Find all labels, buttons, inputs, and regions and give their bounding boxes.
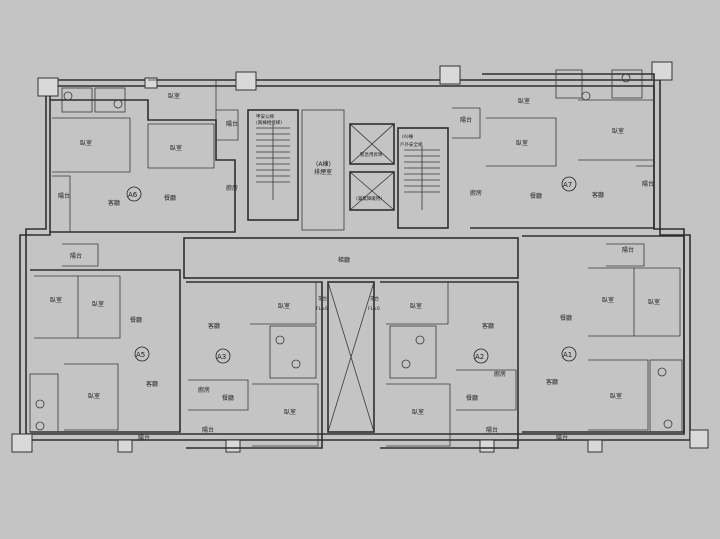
svg-text:客廳: 客廳 — [592, 191, 604, 199]
svg-text:客廳: 客廳 — [208, 322, 220, 330]
svg-text:餐廳: 餐廳 — [530, 192, 542, 200]
svg-text:A5: A5 — [136, 351, 145, 359]
svg-text:花台: 花台 — [318, 295, 327, 302]
svg-text:臥室: 臥室 — [88, 392, 100, 400]
svg-text:臥室: 臥室 — [516, 139, 528, 147]
svg-text:廚房: 廚房 — [470, 189, 482, 197]
svg-text:A7: A7 — [563, 181, 572, 189]
svg-text:陽台: 陽台 — [486, 426, 498, 434]
svg-text:甲安公梯: 甲安公梯 — [256, 113, 274, 120]
unit-a3: 臥室 臥室 客廳 廚房 餐廳 陽台 花台 FL±0 A3 — [186, 281, 328, 449]
svg-text:(A棟): (A棟) — [316, 160, 331, 168]
svg-text:客廳: 客廳 — [482, 322, 494, 330]
svg-text:陽台: 陽台 — [58, 192, 70, 200]
svg-text:廚房: 廚房 — [226, 184, 238, 192]
svg-text:FL±0: FL±0 — [368, 306, 380, 312]
svg-text:餐廳: 餐廳 — [222, 394, 234, 402]
svg-text:陽台: 陽台 — [556, 434, 568, 442]
svg-text:A2: A2 — [475, 353, 484, 361]
svg-text:陽台: 陽台 — [202, 426, 214, 434]
svg-text:臥室: 臥室 — [410, 302, 422, 310]
svg-text:餐廳: 餐廳 — [560, 314, 572, 322]
svg-text:臥室: 臥室 — [412, 408, 424, 416]
svg-text:A3: A3 — [217, 353, 226, 361]
svg-text:客廳: 客廳 — [146, 380, 158, 388]
svg-text:臥室: 臥室 — [612, 127, 624, 135]
svg-text:餐廳: 餐廳 — [164, 194, 176, 202]
svg-text:臥室: 臥室 — [278, 302, 290, 310]
svg-text:廚房: 廚房 — [198, 386, 210, 394]
svg-text:陽台: 陽台 — [642, 180, 654, 188]
svg-text:臥室: 臥室 — [518, 97, 530, 105]
svg-text:陽台: 陽台 — [138, 434, 150, 442]
svg-text:A6: A6 — [128, 191, 138, 199]
svg-text:(兼無障礙用): (兼無障礙用) — [356, 195, 382, 202]
svg-text:餐廳: 餐廳 — [466, 394, 478, 402]
svg-text:臥室: 臥室 — [50, 296, 62, 304]
svg-text:梯廳: 梯廳 — [338, 256, 350, 264]
svg-text:客廳: 客廳 — [108, 199, 120, 207]
unit-a7: 臥室 臥室 臥室 餐廳 客廳 廚房 陽台 陽台 A7 — [452, 69, 655, 229]
svg-text:戶外安全梯: 戶外安全梯 — [400, 141, 423, 148]
svg-text:臥室: 臥室 — [168, 92, 180, 100]
unit-a1: 臥室 臥室 臥室 餐廳 客廳 陽台 陽台 A1 — [522, 235, 685, 442]
unit-a5: 臥室 臥室 臥室 餐廳 客廳 陽台 陽台 A5 — [29, 243, 181, 442]
svg-text:臥室: 臥室 — [648, 298, 660, 306]
svg-text:臥室: 臥室 — [92, 300, 104, 308]
corridor: 梯廳 — [183, 237, 519, 433]
svg-text:(A)棟: (A)棟 — [402, 133, 414, 140]
svg-text:陽台: 陽台 — [70, 252, 82, 260]
svg-text:餐廳: 餐廳 — [130, 316, 142, 324]
svg-text:廚房: 廚房 — [494, 370, 506, 378]
svg-text:臥室: 臥室 — [602, 296, 614, 304]
svg-text:排煙室: 排煙室 — [314, 168, 332, 176]
svg-text:緊急用昇降: 緊急用昇降 — [360, 151, 383, 158]
svg-text:臥室: 臥室 — [284, 408, 296, 416]
svg-text:FL±0: FL±0 — [316, 306, 328, 312]
svg-text:(兩棟相接梯): (兩棟相接梯) — [256, 119, 282, 126]
svg-text:陽台: 陽台 — [460, 116, 472, 124]
building-core: 甲安公梯 (兩棟相接梯) (A棟) 排煙室 緊急用昇降 (兼無障礙用) (A)棟… — [247, 109, 449, 231]
svg-text:陽台: 陽台 — [622, 246, 634, 254]
svg-text:客廳: 客廳 — [546, 378, 558, 386]
svg-text:臥室: 臥室 — [80, 139, 92, 147]
svg-text:臥室: 臥室 — [170, 144, 182, 152]
svg-text:A1: A1 — [563, 351, 572, 359]
svg-text:陽台: 陽台 — [226, 120, 238, 128]
svg-text:臥室: 臥室 — [610, 392, 622, 400]
unit-a2: 臥室 臥室 客廳 廚房 餐廳 陽台 花台 FL±0 A2 — [368, 281, 519, 449]
svg-text:花台: 花台 — [370, 295, 379, 302]
unit-a6: 臥室 臥室 臥室 客廳 餐廳 廚房 陽台 陽台 A6 — [50, 79, 239, 233]
